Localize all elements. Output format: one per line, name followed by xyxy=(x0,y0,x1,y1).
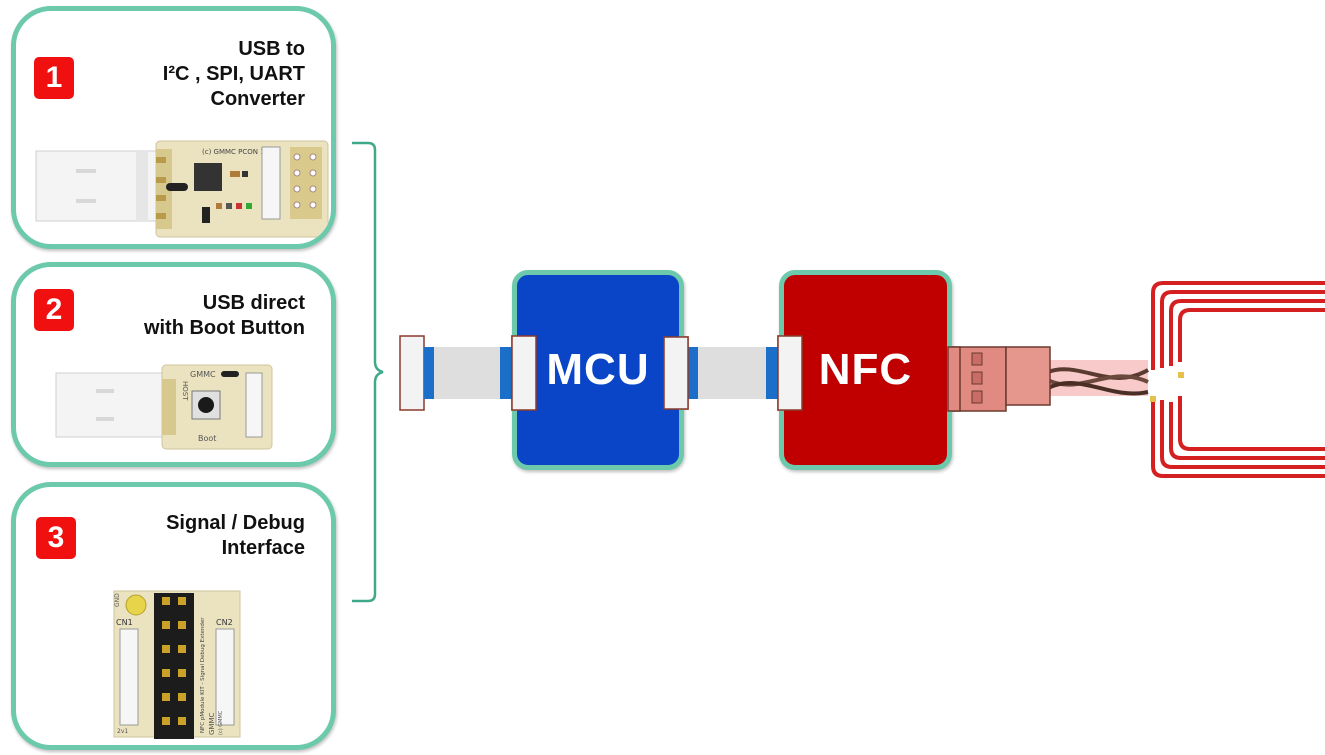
title-line: Signal / Debug xyxy=(166,512,305,534)
usb-plug xyxy=(55,372,169,438)
panel-signal-debug: 3 Signal / Debug Interface GND CN1 CN2 N… xyxy=(11,482,336,750)
antenna-cable xyxy=(947,346,1150,412)
pcb-label: CN1 xyxy=(116,618,133,627)
grouping-bracket xyxy=(352,141,384,603)
title-line: USB direct xyxy=(202,292,305,314)
ffc-connector xyxy=(261,146,281,220)
pcb-label: GMMC xyxy=(208,712,216,735)
usb-direct-board-image: HOST GMMC Boot xyxy=(55,364,273,450)
pcb-label: NFC pModule KIT - Signal Debug Extender xyxy=(200,617,206,733)
title-line: USB to xyxy=(238,38,305,60)
panel-title: USB direct with Boot Button xyxy=(144,291,305,341)
panel-usb-direct: 2 USB direct with Boot Button HOST GMMC … xyxy=(11,262,336,467)
title-line: I²C , SPI, UART xyxy=(162,63,305,85)
title-line: Converter xyxy=(210,88,305,110)
mcu-chip xyxy=(194,163,222,191)
debug-board-image: GND CN1 CN2 NFC pModule KIT - Signal Deb… xyxy=(113,590,241,739)
pcb-label: HOST xyxy=(181,381,189,401)
nfc-label: NFC xyxy=(818,345,913,394)
mcu-label: MCU xyxy=(546,345,650,394)
title-line: with Boot Button xyxy=(143,317,305,339)
pcb-label: GMMC xyxy=(190,370,216,379)
pcb-label: CN2 xyxy=(216,618,233,627)
nfc-antenna-coil xyxy=(1150,281,1325,478)
panel-title: USB to I²C , SPI, UART Converter xyxy=(163,37,305,112)
panel-number-badge: 1 xyxy=(34,57,74,99)
panel-number-badge: 3 xyxy=(36,517,76,559)
pcb-label: GND xyxy=(114,593,121,607)
panel-usb-converter: 1 USB to I²C , SPI, UART Converter (c) G… xyxy=(11,6,336,249)
mcu-block: MCU xyxy=(512,270,684,470)
panel-number-badge: 2 xyxy=(34,289,74,331)
panel-title: Signal / Debug Interface xyxy=(166,511,305,561)
pcb-label: (c) GMMC PCON 1v3 xyxy=(202,148,273,156)
pcb-label: Boot xyxy=(198,434,216,443)
ffc-connector xyxy=(245,372,263,438)
pcb-label: 2v1 xyxy=(117,728,128,735)
pcb-label: (c) GMMC xyxy=(218,710,224,735)
pin-header xyxy=(154,593,194,739)
usb-converter-board-image: (c) GMMC PCON 1v3 xyxy=(35,140,329,238)
nfc-block: NFC xyxy=(779,270,952,470)
title-line: Interface xyxy=(221,537,305,559)
